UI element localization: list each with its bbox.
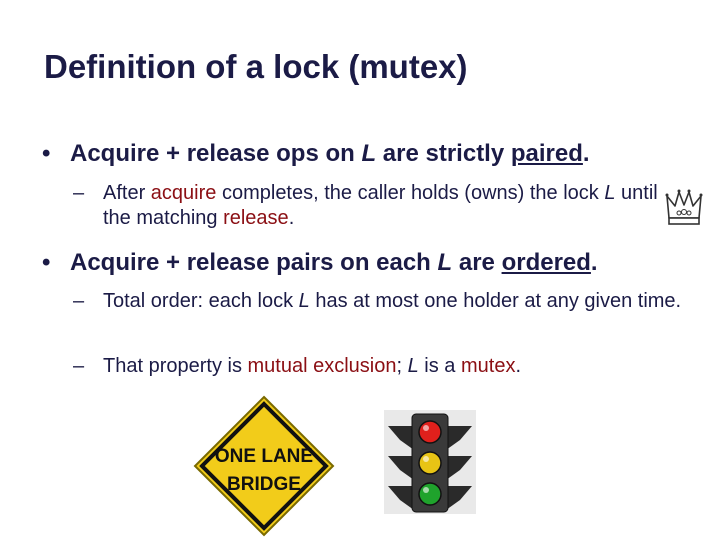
subbullet-dash: – (73, 182, 85, 204)
traffic-light-icon (384, 410, 476, 514)
subbullet-dash: – (73, 355, 85, 377)
bullet-paired: •Acquire + release ops on L are strictly… (42, 140, 590, 167)
crown-icon (665, 189, 703, 225)
subbullet-dash: – (73, 290, 85, 312)
bullet-dot: • (42, 249, 51, 276)
road-sign-icon: ONE LANE BRIDGE (193, 395, 335, 537)
sign-line-2: BRIDGE (227, 474, 301, 495)
keyword-ordered: ordered (501, 249, 591, 276)
yellow-light (418, 451, 442, 475)
keyword-release: release (223, 207, 289, 229)
keyword-mutex: mutex (460, 355, 516, 377)
keyword-mutual-exclusion: mutual exclusion (247, 355, 397, 377)
sign-line-1: ONE LANE (215, 446, 313, 467)
subbullet-mutex: – That property is mutual exclusion; L i… (73, 355, 522, 377)
bullet-ordered: •Acquire + release pairs on each L are o… (42, 249, 598, 276)
slide-title: Definition of a lock (mutex) (44, 48, 468, 85)
subbullet-total-order: – Total order: each lock L has at most o… (73, 290, 682, 312)
subbullet-owns: – After acquire completes, the caller ho… (73, 182, 658, 229)
bullet-dot: • (42, 140, 51, 167)
red-light (418, 420, 442, 444)
green-light (418, 482, 442, 506)
keyword-paired: paired (510, 140, 583, 167)
keyword-acquire: acquire (150, 182, 217, 204)
